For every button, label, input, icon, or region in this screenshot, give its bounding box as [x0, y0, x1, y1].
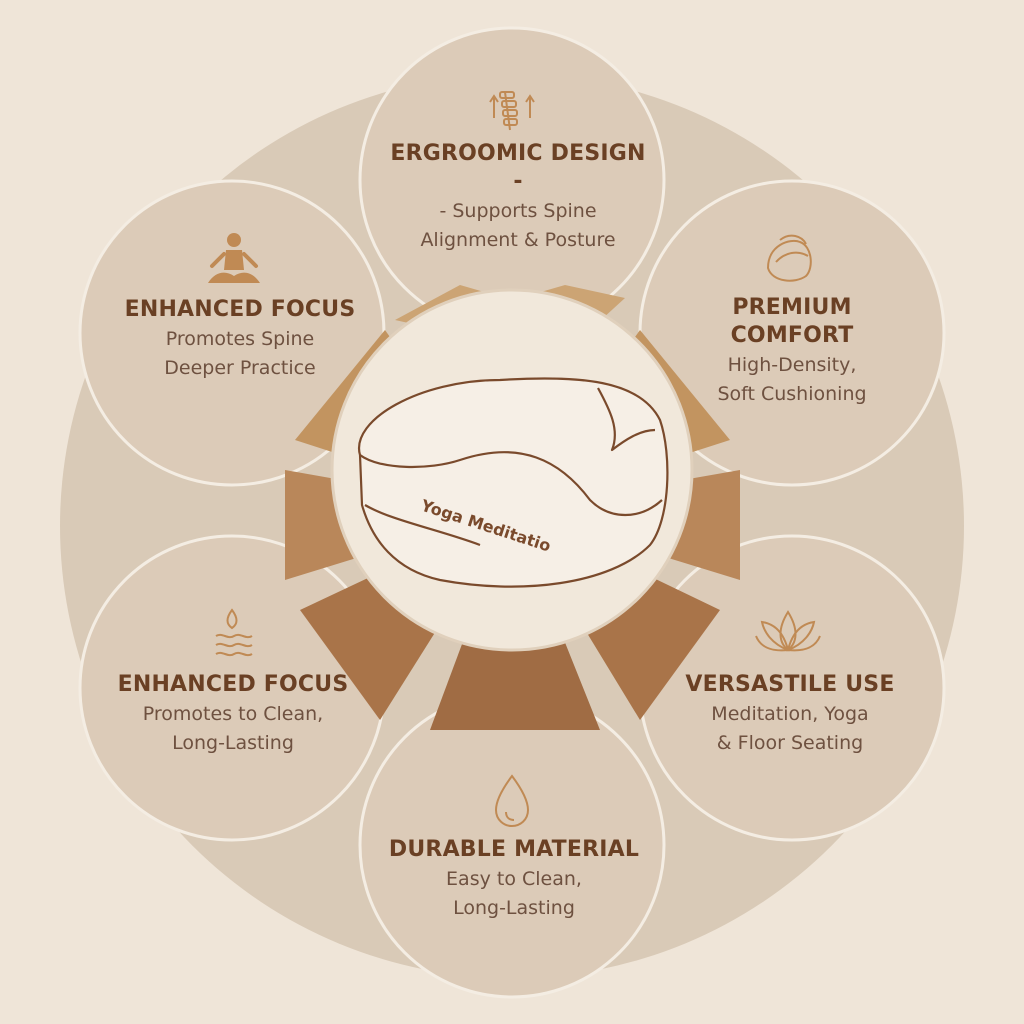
- desc-versatile-use-line2: & Floor Seating: [716, 732, 864, 754]
- desc-premium-comfort-line2: Soft Cushioning: [717, 383, 867, 405]
- desc-durable-material-line1: Easy to Clean,: [446, 868, 582, 890]
- title-premium-comfort-line2: COMFORT: [730, 323, 854, 348]
- label-premium-comfort: PREMIUM COMFORT High-Density, Soft Cushi…: [662, 294, 922, 408]
- label-durable-material: DURABLE MATERIAL Easy to Clean, Long-Las…: [384, 836, 644, 922]
- meditation-cushion-illustration: [357, 377, 669, 588]
- desc-enhanced-focus-upper-line2: Deeper Practice: [164, 357, 316, 379]
- title-durable-material: DURABLE MATERIAL: [388, 837, 640, 862]
- desc-enhanced-focus-lower-line1: Promotes to Clean,: [142, 703, 324, 725]
- desc-ergonomic-line1: - Supports Spine: [439, 200, 597, 222]
- title-ergonomic-design: ERGROOMIC DESIGN -: [390, 141, 646, 194]
- meditation-pose-icon: [208, 233, 260, 283]
- label-enhanced-focus-upper: ENHANCED FOCUS Promotes Spine Deeper Pra…: [110, 296, 370, 382]
- cushion-leaf-icon: [766, 234, 812, 282]
- spine-icon: [489, 91, 535, 131]
- lotus-icon: [755, 610, 821, 652]
- title-enhanced-focus-upper: ENHANCED FOCUS: [124, 297, 356, 322]
- desc-enhanced-focus-upper-line1: Promotes Spine: [165, 328, 315, 350]
- label-versatile-use: VERSASTILE USE Meditation, Yoga & Floor …: [660, 671, 920, 757]
- desc-versatile-use-line1: Meditation, Yoga: [711, 703, 869, 725]
- desc-premium-comfort-line1: High-Density,: [727, 354, 857, 376]
- title-premium-comfort-line1: PREMIUM: [732, 295, 852, 320]
- water-drop-icon: [494, 774, 530, 828]
- petal-group: [78, 26, 946, 999]
- desc-durable-material-line2: Long-Lasting: [453, 897, 575, 919]
- desc-ergonomic-line2: Alignment & Posture: [420, 229, 616, 251]
- label-ergonomic-design: ERGROOMIC DESIGN - - Supports Spine Alig…: [388, 140, 648, 254]
- title-enhanced-focus-lower: ENHANCED FOCUS: [117, 672, 349, 697]
- title-versatile-use: VERSASTILE USE: [685, 672, 895, 697]
- water-waves-icon: [215, 608, 253, 657]
- label-enhanced-focus-lower: ENHANCED FOCUS Promotes to Clean, Long-L…: [103, 671, 363, 757]
- desc-enhanced-focus-lower-line2: Long-Lasting: [172, 732, 294, 754]
